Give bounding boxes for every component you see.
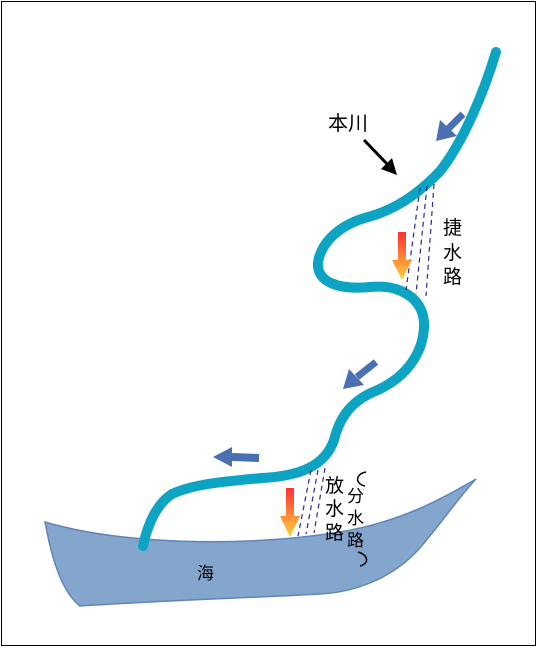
sea-label: 海 <box>197 564 214 584</box>
floodway-alt-label-char-1: 分 <box>347 487 364 507</box>
main-river <box>138 47 501 551</box>
sea-area <box>44 478 477 607</box>
floodway-alt-label-char-3: 路 <box>347 531 364 551</box>
diversion-flow-arrow-icon <box>392 232 412 280</box>
flow-direction-arrow-icon <box>436 111 466 141</box>
shortcut-channel <box>405 183 435 297</box>
flow-direction-arrow-icon <box>213 447 260 467</box>
main-river-label: 本川 <box>328 111 368 135</box>
diversion-flow-arrow-icon <box>280 488 300 537</box>
shortcut-label-char-2: 水 <box>443 242 462 264</box>
floodway-alt-label-char-2: 水 <box>347 509 364 529</box>
shortcut-label-char-1: 捷 <box>443 217 462 239</box>
floodway-label-char-3: 路 <box>325 522 344 544</box>
floodway-channel <box>297 467 326 537</box>
floodway-label-char-2: 水 <box>325 498 344 520</box>
shortcut-label-char-3: 路 <box>443 266 462 288</box>
floodway-label-char-1: 放 <box>325 475 344 497</box>
floodway-alt-bracket-open <box>356 471 367 487</box>
flow-direction-arrow-icon <box>343 359 379 389</box>
pointer-arrow-icon <box>362 138 397 175</box>
floodway-alt-bracket-close <box>357 551 368 567</box>
